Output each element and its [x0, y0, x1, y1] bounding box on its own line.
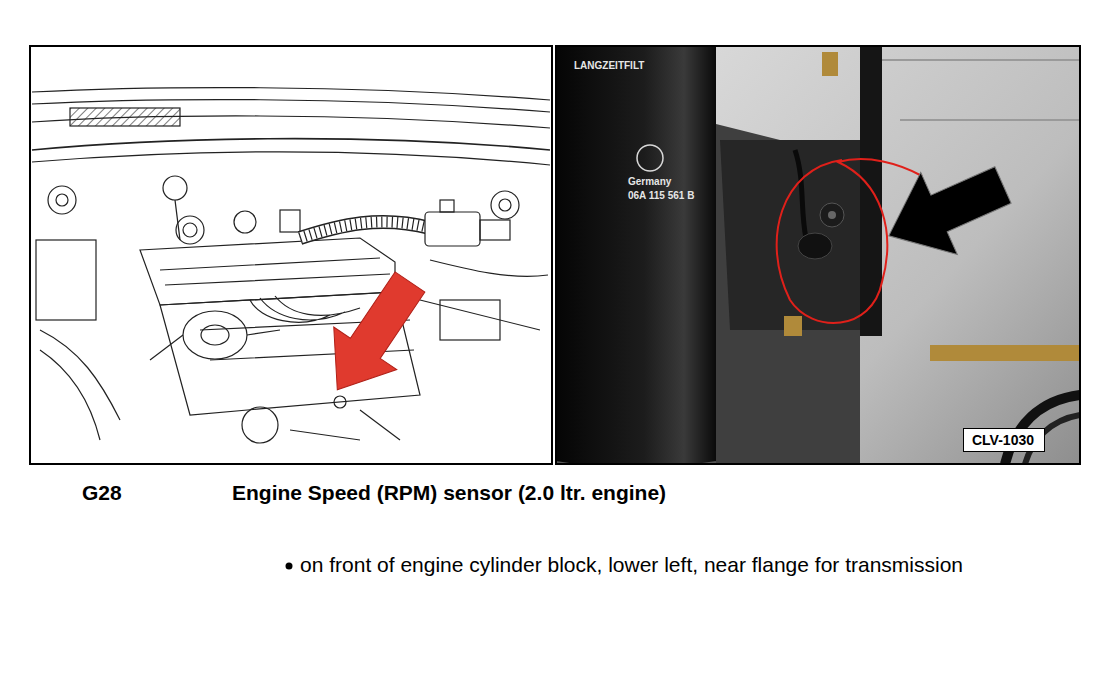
egr-valve — [163, 176, 187, 200]
hood-edge — [32, 139, 550, 150]
highlight-circle — [777, 159, 922, 323]
cowl-grille — [70, 108, 180, 126]
intake-hose — [300, 222, 430, 238]
pointer-arrow — [871, 144, 1022, 277]
brass-rod — [930, 345, 1080, 361]
rpm-sensor — [798, 233, 832, 259]
location-note: on front of engine cylinder block, lower… — [300, 551, 1070, 579]
air-mass-meter — [425, 212, 480, 246]
filter-print: LANGZEITFILT — [574, 60, 704, 72]
cap — [234, 211, 256, 233]
valve — [280, 210, 300, 232]
pulley — [242, 407, 278, 443]
strut-top — [56, 194, 68, 206]
panel-ground — [30, 46, 552, 464]
strut-top — [499, 199, 511, 211]
sensor-wire — [795, 150, 806, 238]
pointer-arrow — [306, 261, 442, 411]
injection-pump — [201, 325, 229, 345]
injection-pump — [183, 311, 247, 359]
intake-hose — [300, 222, 430, 238]
battery — [36, 240, 96, 320]
cylinder-head — [140, 238, 395, 305]
filler-cap — [183, 223, 197, 237]
casting-edge — [882, 60, 1080, 120]
sensor-bolt — [828, 211, 836, 219]
intake-hose-ribs — [300, 222, 430, 238]
logo-ring — [637, 145, 663, 171]
strut-top — [48, 186, 76, 214]
component-title: Engine Speed (RPM) sensor (2.0 ltr. engi… — [232, 480, 992, 505]
bolt — [822, 52, 838, 76]
oil-filter — [556, 46, 716, 464]
filter-print: Germany — [628, 176, 712, 188]
bullet — [286, 563, 293, 570]
bolt — [784, 316, 802, 336]
valve-cover-ridge — [160, 258, 390, 285]
bracket — [440, 300, 500, 340]
strut-top — [491, 191, 519, 219]
component-code: G28 — [82, 480, 202, 505]
hose — [420, 260, 548, 330]
hood-edge — [32, 152, 550, 165]
engine-photo — [556, 46, 1080, 464]
cowl-line — [32, 88, 550, 100]
pipe — [175, 200, 180, 240]
connector — [440, 200, 454, 212]
panel-border — [556, 46, 1080, 464]
figure-code-box: CLV-1030 — [963, 428, 1045, 452]
lower-line — [290, 410, 400, 440]
engine-block-face — [700, 46, 1080, 464]
sensor-bolt — [820, 203, 844, 227]
pump-line — [150, 330, 280, 360]
sensor-spot — [334, 396, 346, 408]
engine-bay-drawing — [32, 88, 550, 443]
hose — [40, 330, 120, 440]
panel-border — [30, 46, 552, 464]
figure-code: CLV-1030 — [972, 432, 1036, 448]
fuel-line — [250, 296, 360, 322]
part-number: 06A 115 561 B — [628, 190, 712, 202]
air-duct — [480, 220, 510, 240]
